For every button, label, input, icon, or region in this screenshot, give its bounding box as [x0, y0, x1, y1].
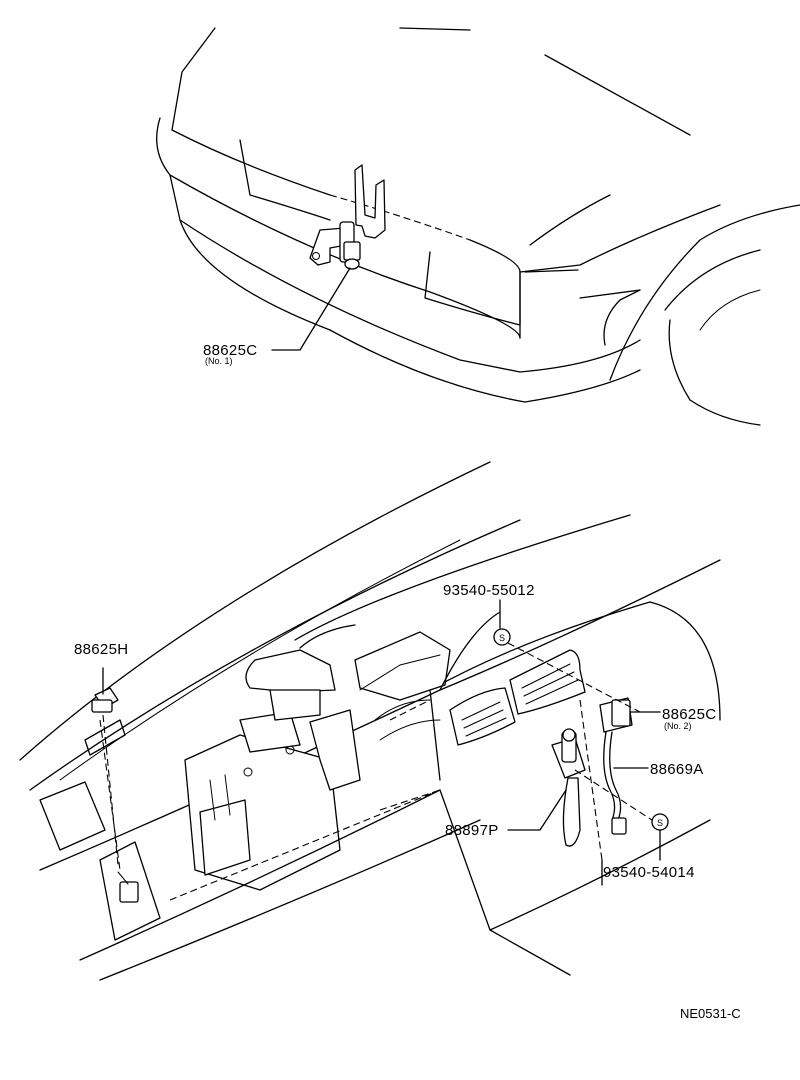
- label-88625c-no1-note: (No. 1): [205, 356, 233, 366]
- label-88897p: 88897P: [445, 822, 499, 839]
- car-front-view: [156, 27, 800, 426]
- label-88625c-no1: 88625C: [203, 342, 257, 359]
- drawing-code: NE0531-C: [680, 1006, 741, 1021]
- label-88625c-no2: 88625C: [662, 706, 716, 723]
- screw-symbol-top: S: [493, 628, 511, 646]
- dashboard-view: [19, 461, 721, 981]
- screw-symbol-bottom-label: S: [657, 818, 663, 828]
- label-88669a: 88669A: [650, 761, 704, 778]
- screw-symbol-bottom: S: [651, 813, 669, 831]
- label-88625c-no2-note: (No. 2): [664, 721, 692, 731]
- screw-symbol-top-label: S: [499, 633, 505, 643]
- label-88625h: 88625H: [74, 641, 128, 658]
- label-93540-54014: 93540-54014: [603, 864, 695, 881]
- label-93540-55012: 93540-55012: [443, 582, 535, 599]
